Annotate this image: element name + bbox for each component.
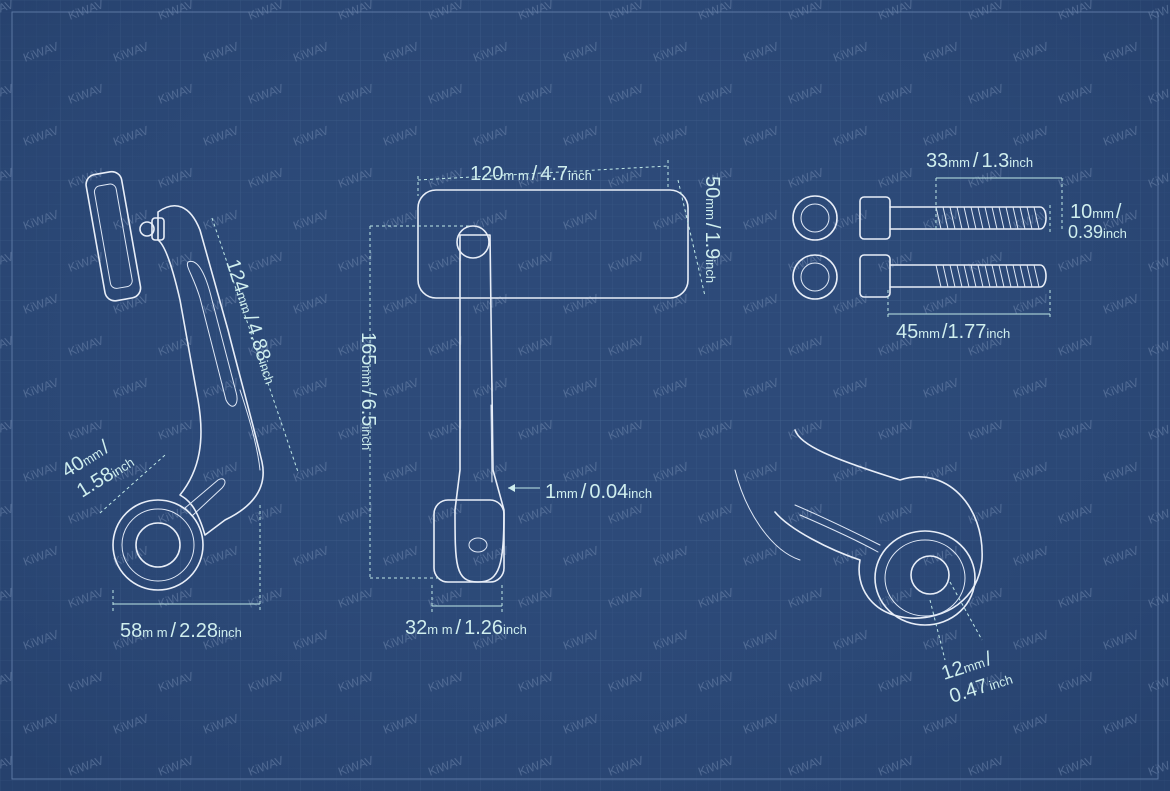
hardware-view — [792, 177, 1063, 320]
dim-line-124 — [211, 217, 299, 473]
clamp-outer-ring — [112, 499, 204, 591]
arm-slot-perspective — [794, 504, 881, 546]
ball-joint-icon — [139, 221, 155, 237]
clamp-ring-perspective — [874, 530, 976, 626]
label-10-inch: 0.39inch — [1068, 222, 1127, 242]
bolt-short-thread — [935, 206, 1040, 230]
label-12-inch: 0.47inch — [947, 667, 1015, 708]
mirror-pivot-icon — [456, 225, 490, 259]
side-view — [85, 170, 299, 612]
dim-line-40 — [99, 454, 166, 514]
bolt-long-thread — [935, 264, 1040, 288]
dim-line-12a — [929, 599, 946, 661]
label-120: 120m m/4.7inch — [470, 163, 592, 185]
washer-top-inner — [800, 203, 830, 233]
clamp-mid-ring — [121, 508, 195, 582]
arm-slot-lower — [184, 478, 226, 517]
clamp-bore-perspective — [910, 555, 950, 595]
bolt-short-head — [859, 196, 891, 240]
arm-slot-upper — [186, 260, 238, 407]
front-view — [369, 160, 706, 612]
frame-border — [11, 11, 1159, 780]
clamp-perspective-view — [734, 429, 983, 661]
clamp-bolt-hole — [468, 537, 488, 553]
label-165: 165mm/6.5inch — [357, 332, 379, 450]
bolt-short-shaft — [889, 206, 1047, 230]
arm-edge-line — [239, 389, 261, 471]
washer-top-outer — [792, 195, 838, 241]
clamp-arm-perspective — [774, 429, 983, 619]
label-33: 33mm/1.3inch — [926, 150, 1033, 172]
washer-bottom-inner — [800, 262, 830, 292]
dim-line-12b — [949, 581, 983, 641]
mirror-head-side — [85, 170, 142, 302]
mirror-glass-side — [93, 183, 133, 289]
label-45: 45mm/1.77inch — [896, 321, 1010, 343]
bolt-long-head — [859, 254, 891, 298]
label-50: 50mm/1.9inch — [701, 176, 723, 283]
clamp-front — [433, 499, 505, 583]
washer-bottom-outer — [792, 254, 838, 300]
label-58: 58m m/2.28inch — [120, 620, 242, 642]
label-10-mm: 10mm/ — [1070, 201, 1122, 223]
bolt-long-shaft — [889, 264, 1047, 288]
arrow-head-icon — [508, 484, 515, 492]
clamp-bore — [135, 522, 181, 568]
dim-line-50 — [677, 179, 706, 297]
label-1: 1mm/0.04inch — [545, 481, 652, 503]
mirror-head-front — [417, 189, 689, 299]
arm-side — [157, 205, 264, 536]
label-32: 32m m/1.26inch — [405, 617, 527, 639]
arm-curve-left — [734, 469, 801, 561]
